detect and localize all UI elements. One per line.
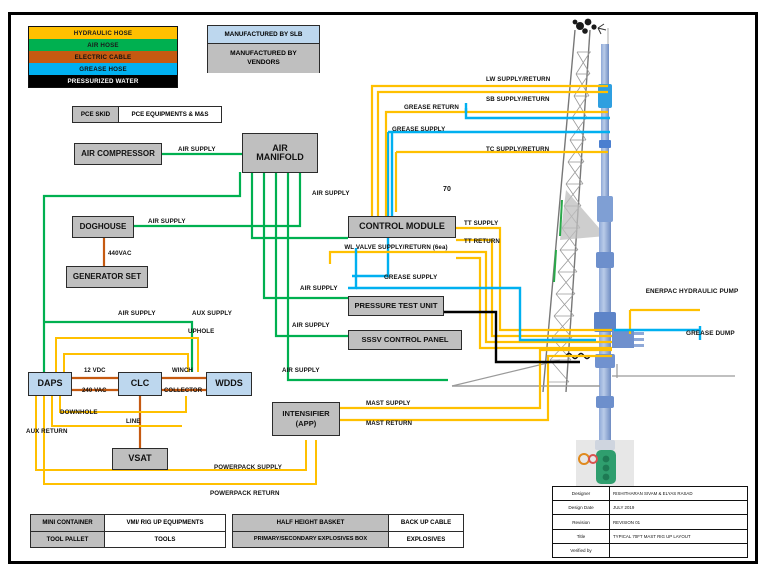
legend-row-air-hose: AIR HOSE xyxy=(29,39,177,51)
table-row: MINI CONTAINER VMI/ RIG UP EQUIPMENTS xyxy=(31,515,225,532)
label-tt-supply: TT SUPPLY xyxy=(464,220,499,227)
label-aux-supply: AUX SUPPLY xyxy=(192,310,232,317)
pce-equipment-cell: PCE EQUIPMENTS & M&S xyxy=(119,107,221,122)
clc-box[interactable]: CLC xyxy=(118,372,162,396)
label-air-supply-ptu: AIR SUPPLY xyxy=(300,285,338,292)
label-line: LINE xyxy=(126,418,141,425)
label-uphole: UPHOLE xyxy=(188,328,215,335)
design-date-value: JULY 2019 xyxy=(613,505,635,511)
generator-set-box[interactable]: GENERATOR SET xyxy=(66,266,148,288)
title-value: TYPICAL 70FT MAST RIG UP LAYOUT xyxy=(613,533,691,539)
pce-skid-cell: PCE SKID xyxy=(73,107,119,122)
table-row: TOOL PALLET TOOLS xyxy=(31,531,225,547)
vmi-rig-up-cell: VMI/ RIG UP EQUIPMENTS xyxy=(105,515,225,531)
label-240vac: 240 VAC xyxy=(82,388,107,394)
label-440vac: 440VAC xyxy=(108,250,132,257)
label-air-supply-daps: AIR SUPPLY xyxy=(118,310,156,317)
tools-cell: TOOLS xyxy=(105,531,225,547)
label-air-supply-sssv: AIR SUPPLY xyxy=(292,322,330,329)
label-12vdc: 12 VDC xyxy=(84,368,106,374)
legend-row-electric-cable: ELECTRIC CABLE xyxy=(29,51,177,63)
label-grease-dump: GREASE DUMP xyxy=(686,330,735,337)
title-block-row: Title TYPICAL 70FT MAST RIG UP LAYOUT xyxy=(553,529,747,544)
legend-label: AIR HOSE xyxy=(87,41,119,49)
sssv-control-panel-box[interactable]: SSSV CONTROL PANEL xyxy=(348,330,462,350)
verified-by-key: Verified by xyxy=(553,543,610,558)
title-block-row: Design Date JULY 2019 xyxy=(553,501,747,516)
legend-row-grease-hose: GREASE HOSE xyxy=(29,63,177,75)
air-manifold-label: AIR MANIFOLD xyxy=(256,142,304,162)
wdds-box[interactable]: WDDS xyxy=(206,372,252,396)
hose-legend: HYDRAULIC HOSE AIR HOSE ELECTRIC CABLE G… xyxy=(28,26,178,88)
designer-value: RISHITHARAN SIVAM & ELYAS RASAD xyxy=(613,491,693,497)
back-up-cable-cell: BACK UP CABLE xyxy=(389,515,463,531)
label-powerpack-supply: POWERPACK SUPPLY xyxy=(214,464,282,471)
title-block-row: Revision REVISION 01 xyxy=(553,515,747,530)
air-manifold-box[interactable]: AIR MANIFOLD xyxy=(242,133,318,173)
label-mast-supply: MAST SUPPLY xyxy=(366,400,411,407)
revision-value: REVISION 01 xyxy=(613,519,641,525)
label-downhole: DOWNHOLE xyxy=(60,409,98,416)
legend-row-pressurized-water: PRESSURIZED WATER xyxy=(29,75,177,87)
label-air-supply-control-module: AIR SUPPLY xyxy=(312,190,350,197)
pce-key: PCE SKID PCE EQUIPMENTS & M&S xyxy=(72,106,222,123)
explosives-cell: EXPLOSIVES xyxy=(389,531,463,547)
label-mast-return: MAST RETURN xyxy=(366,420,413,427)
title-block-row: Designer RISHITHARAN SIVAM & ELYAS RASAD xyxy=(553,487,747,502)
explosives-box-cell: PRIMARY/SECONDARY EXPLOSIVES BOX xyxy=(233,531,389,547)
table-row: PRIMARY/SECONDARY EXPLOSIVES BOX EXPLOSI… xyxy=(233,531,463,547)
verified-by-value xyxy=(610,544,747,557)
title-block-row: Verified by xyxy=(553,543,747,558)
design-date-key: Design Date xyxy=(553,501,610,515)
label-lw-supply-return: LW SUPPLY/RETURN xyxy=(486,76,551,83)
title-key: Title xyxy=(553,529,610,543)
label-aux-return: AUX RETURN xyxy=(26,428,68,435)
table-row: HALF HEIGHT BASKET BACK UP CABLE xyxy=(233,515,463,532)
label-air-supply-compressor: AIR SUPPLY xyxy=(178,146,216,153)
label-air-supply-low: AIR SUPPLY xyxy=(282,367,320,374)
key-manufactured-by-slb: MANUFACTURED BY SLB xyxy=(208,26,319,45)
legend-label: HYDRAULIC HOSE xyxy=(73,29,133,37)
tool-pallet-cell: TOOL PALLET xyxy=(31,531,105,547)
revision-key: Revision xyxy=(553,515,610,529)
label-enerpac-hydraulic-pump: ENERPAC HYDRAULIC PUMP xyxy=(645,288,739,295)
half-height-basket-cell: HALF HEIGHT BASKET xyxy=(233,515,389,531)
label-wl-valve: WL VALVE SUPPLY/RETURN (6ea) xyxy=(344,244,448,251)
key-manufactured-by-vendors: MANUFACTURED BY VENDORS xyxy=(208,44,319,73)
vsat-box[interactable]: VSAT xyxy=(112,448,168,470)
label-air-supply-doghouse: AIR SUPPLY xyxy=(148,218,186,225)
control-module-box[interactable]: CONTROL MODULE xyxy=(348,216,456,238)
legend-row-hydraulic-hose: HYDRAULIC HOSE xyxy=(29,27,177,39)
legend-label: ELECTRIC CABLE xyxy=(74,53,132,61)
mini-container-cell: MINI CONTAINER xyxy=(31,515,105,531)
legend-label: PRESSURIZED WATER xyxy=(67,77,139,85)
label-sb-supply-return: SB SUPPLY/RETURN xyxy=(486,96,550,103)
air-compressor-box[interactable]: AIR COMPRESSOR xyxy=(74,143,162,165)
label-tc-supply-return: TC SUPPLY/RETURN xyxy=(486,146,550,153)
designer-key: Designer xyxy=(553,487,610,501)
daps-box[interactable]: DAPS xyxy=(28,372,72,396)
label-sheet-number: 70 xyxy=(443,186,451,193)
label-winch: WINCH xyxy=(172,368,193,374)
label-collector: COLLECTOR xyxy=(164,388,203,394)
doghouse-box[interactable]: DOGHOUSE xyxy=(72,216,134,238)
bottom-table-right: HALF HEIGHT BASKET BACK UP CABLE PRIMARY… xyxy=(232,514,464,548)
label-tt-return: TT RETURN xyxy=(464,238,500,245)
title-block: Designer RISHITHARAN SIVAM & ELYAS RASAD… xyxy=(552,486,748,558)
label-grease-supply-top: GREASE SUPPLY xyxy=(392,126,446,133)
pressure-test-unit-box[interactable]: PRESSURE TEST UNIT xyxy=(348,296,444,316)
bottom-table-left: MINI CONTAINER VMI/ RIG UP EQUIPMENTS TO… xyxy=(30,514,226,548)
legend-label: GREASE HOSE xyxy=(79,65,127,73)
manufacturer-key: MANUFACTURED BY SLB MANUFACTURED BY VEND… xyxy=(207,25,320,73)
intensifier-label: INTENSIFIER (APP) xyxy=(282,409,330,428)
label-powerpack-return: POWERPACK RETURN xyxy=(210,490,280,497)
label-grease-supply-cm: GREASE SUPPLY xyxy=(384,274,438,281)
intensifier-box[interactable]: INTENSIFIER (APP) xyxy=(272,402,340,436)
label-grease-return: GREASE RETURN xyxy=(404,104,459,111)
